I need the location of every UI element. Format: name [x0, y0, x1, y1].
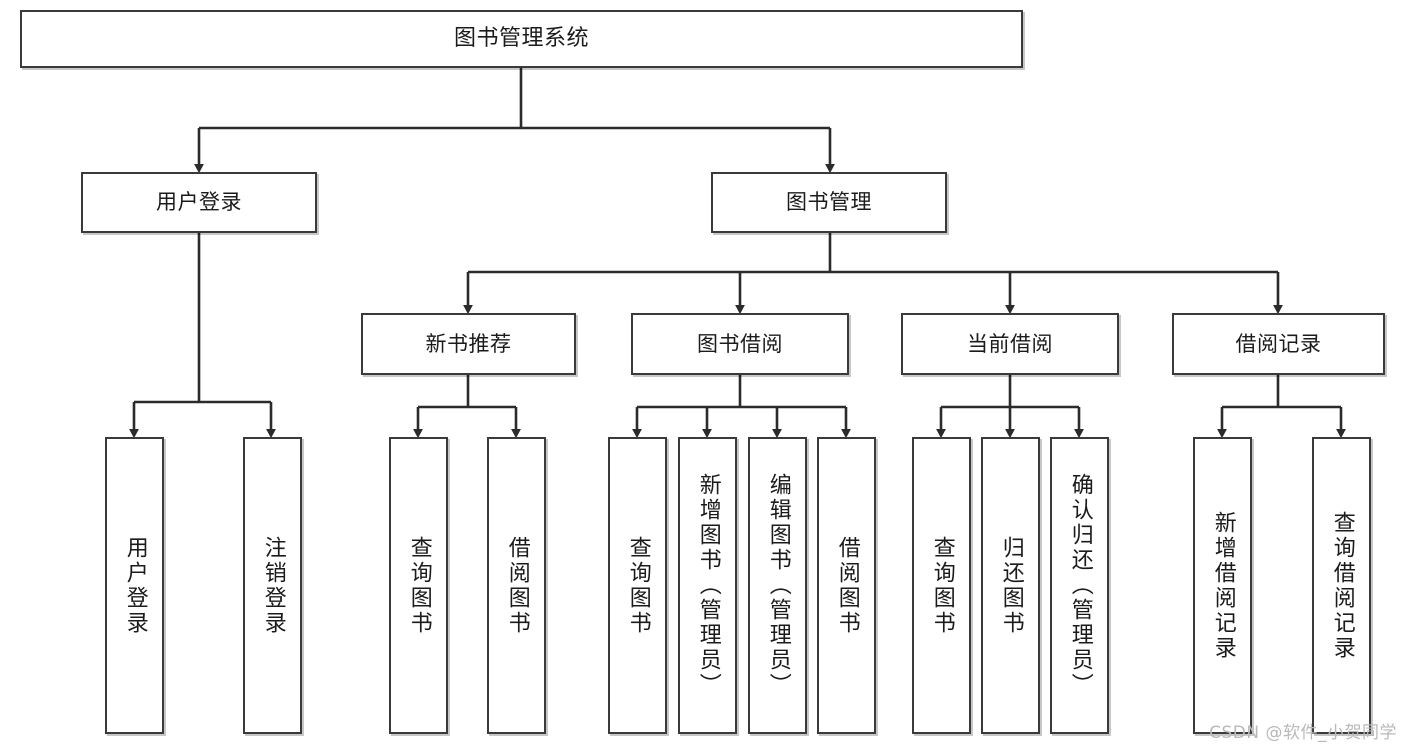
leaf-query-book-3[interactable]: 查询图书: [912, 437, 971, 734]
leaf-logout-login-label: 注销登录: [260, 535, 286, 636]
leaf-query-borrow-record-label: 查询借阅记录: [1329, 510, 1355, 661]
node-new-book-recommend[interactable]: 新书推荐: [361, 313, 576, 375]
leaf-query-book-3-label: 查询图书: [929, 535, 955, 636]
leaf-edit-book-admin-label: 编辑图书（管理员）: [765, 473, 791, 698]
leaf-query-book-2-label: 查询图书: [625, 535, 651, 636]
leaf-user-login-label: 用户登录: [122, 535, 148, 636]
node-current-borrow-label: 当前借阅: [967, 331, 1053, 356]
leaf-query-book-1-label: 查询图书: [406, 535, 432, 636]
node-user-login[interactable]: 用户登录: [81, 172, 317, 233]
leaf-borrow-book-1[interactable]: 借阅图书: [487, 437, 546, 734]
leaf-return-book[interactable]: 归还图书: [981, 437, 1040, 734]
leaf-query-borrow-record[interactable]: 查询借阅记录: [1312, 437, 1371, 734]
node-book-manage-label: 图书管理: [786, 190, 872, 215]
node-book-borrow[interactable]: 图书借阅: [631, 313, 849, 375]
leaf-edit-book-admin[interactable]: 编辑图书（管理员）: [748, 437, 807, 734]
leaf-query-book-1[interactable]: 查询图书: [389, 437, 448, 734]
node-user-login-label: 用户登录: [156, 190, 242, 215]
leaf-add-book-admin-label: 新增图书（管理员）: [695, 473, 721, 698]
node-new-book-recommend-label: 新书推荐: [425, 331, 512, 356]
leaf-borrow-book-1-label: 借阅图书: [504, 535, 530, 636]
leaf-borrow-book-2[interactable]: 借阅图书: [817, 437, 876, 734]
leaf-confirm-return-admin[interactable]: 确认归还（管理员）: [1050, 437, 1109, 734]
watermark: CSDN @软件_小贺同学: [1209, 723, 1397, 743]
leaf-return-book-label: 归还图书: [998, 535, 1024, 636]
node-borrow-record-label: 借阅记录: [1235, 331, 1322, 356]
leaf-add-borrow-record[interactable]: 新增借阅记录: [1193, 437, 1252, 734]
leaf-borrow-book-2-label: 借阅图书: [834, 535, 860, 636]
node-borrow-record[interactable]: 借阅记录: [1172, 313, 1385, 375]
node-book-manage[interactable]: 图书管理: [711, 172, 947, 233]
node-root[interactable]: 图书管理系统: [20, 10, 1023, 68]
node-book-borrow-label: 图书借阅: [697, 331, 783, 356]
leaf-user-login[interactable]: 用户登录: [105, 437, 164, 734]
leaf-add-book-admin[interactable]: 新增图书（管理员）: [678, 437, 737, 734]
node-root-label: 图书管理系统: [453, 26, 589, 52]
leaf-confirm-return-admin-label: 确认归还（管理员）: [1067, 473, 1093, 698]
leaf-query-book-2[interactable]: 查询图书: [608, 437, 667, 734]
node-current-borrow[interactable]: 当前借阅: [901, 313, 1119, 375]
leaf-add-borrow-record-label: 新增借阅记录: [1210, 510, 1236, 661]
leaf-logout-login[interactable]: 注销登录: [243, 437, 302, 734]
